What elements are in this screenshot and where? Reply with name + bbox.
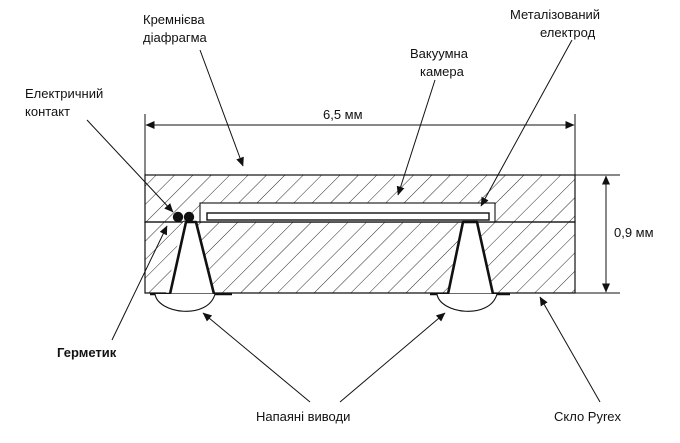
thickness-dimension <box>575 174 620 294</box>
label-contact-line1: Електричний <box>25 86 103 101</box>
label-width: 6,5 мм <box>323 107 363 122</box>
leader-lines <box>86 39 601 403</box>
label-glass: Скло Pyrex <box>554 409 622 424</box>
metallized-electrode <box>206 212 490 221</box>
electrical-contact <box>172 211 195 223</box>
label-sealant: Герметик <box>57 345 117 360</box>
label-leads: Напаяні виводи <box>256 409 350 424</box>
label-vacuum-line2: камера <box>420 64 465 79</box>
label-electrode-line1: Металізований <box>510 7 600 22</box>
label-electrode-line2: електрод <box>540 25 596 40</box>
label-contact-line2: контакт <box>25 104 70 119</box>
label-diaphragm-line1: Кремнієва <box>143 12 205 27</box>
pyrex-glass-base <box>144 221 576 294</box>
label-thickness: 0,9 мм <box>614 225 654 240</box>
solder-bumps <box>154 293 498 312</box>
label-vacuum-line1: Вакуумна <box>410 46 469 61</box>
width-dimension <box>144 114 576 175</box>
label-diaphragm-line2: діафрагма <box>143 30 208 45</box>
